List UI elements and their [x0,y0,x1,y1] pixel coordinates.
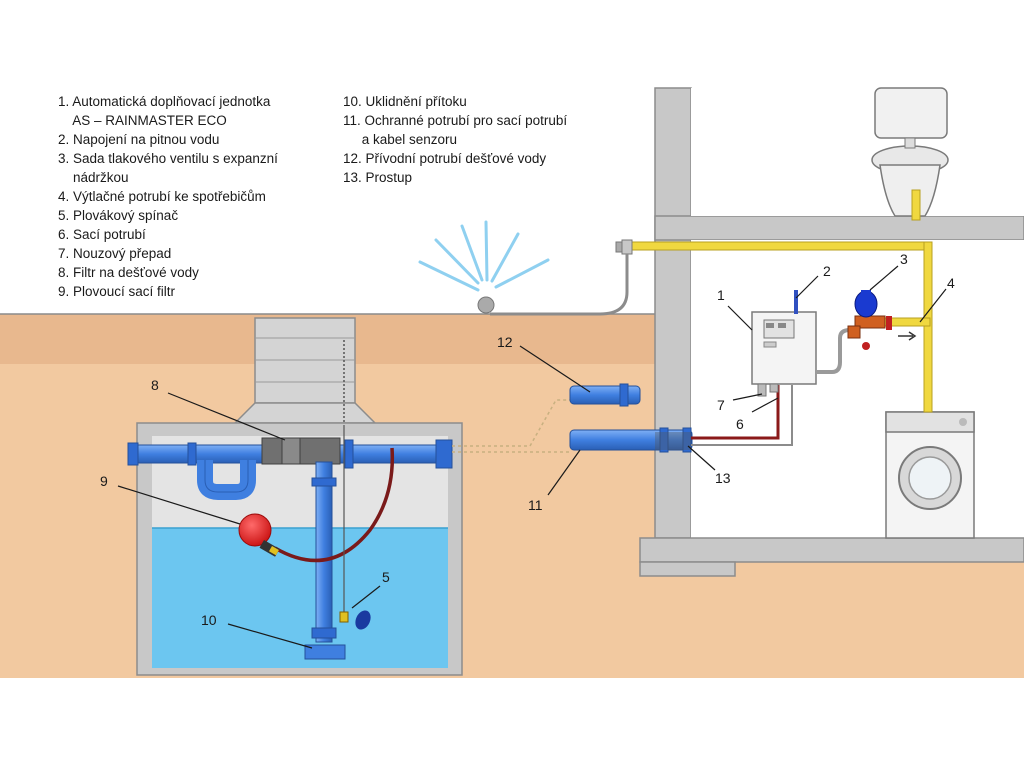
legend-item-text: 1. Automatická doplňovací jednotka [58,94,271,109]
underground-dashed-line [452,399,572,447]
callout-8: 8 [151,377,159,393]
callout-5: 5 [382,569,390,585]
sprinkler-icon [418,220,550,314]
legend-left: 1. Automatická doplňovací jednotka AS – … [58,92,278,301]
leader-12 [519,345,591,393]
tank-shaft [233,317,377,425]
leader-6 [751,397,779,413]
house-wall-vertical [654,87,692,539]
wall-passage [655,432,691,450]
callout-6: 6 [736,416,744,432]
legend-item: a kabel senzoru [343,130,567,149]
leader-7 [732,393,763,401]
sensor-cable-indoor [691,385,793,446]
tank-water [152,528,448,668]
legend-item-text: 3. Sada tlakového ventilu s expanzní [58,151,278,166]
overflow-siphon [197,460,256,500]
legend-item-text: 6. Sací potrubí [58,227,146,242]
legend-right: 10. Uklidnění přítoku 11. Ochranné potrub… [343,92,567,187]
callout-2: 2 [823,263,831,279]
callout-3: 3 [900,251,908,267]
float-switch [339,425,371,630]
leader-8 [167,392,286,441]
leader-2 [795,275,819,299]
foundation-step [639,561,736,577]
leader-1 [727,305,753,331]
rainwater-filter [261,437,341,465]
callout-4: 4 [947,275,955,291]
legend-item-text: AS – RAINMASTER ECO [58,113,227,128]
legend-item: 12. Přívodní potrubí dešťové vody [343,149,567,168]
callout-12: 12 [497,334,513,350]
legend-item: 6. Sací potrubí [58,225,278,244]
legend-item-text: a kabel senzoru [343,132,458,147]
callout-10: 10 [201,612,217,628]
legend-item: 10. Uklidnění přítoku [343,92,567,111]
protective-pipe [569,427,693,453]
pressure-valve-set [847,290,892,350]
legend-item-text: 4. Výtlačné potrubí ke spotřebičům [58,189,266,204]
leader-5 [351,585,381,609]
leader-13 [687,445,716,471]
floating-filter [238,513,280,557]
upper-room-interior [691,88,1024,216]
legend-item: 1. Automatická doplňovací jednotka [58,92,278,111]
suction-line-indoor [691,385,780,440]
toilet-icon [871,87,949,217]
unit-outlet-hose [816,328,860,374]
callout-7: 7 [717,397,725,413]
potable-water-pipe-2 [794,290,798,314]
legend-item-text: 13. Prostup [343,170,413,185]
calming-inlet-pipe [304,461,346,660]
refill-unit [751,311,817,397]
legend-item: 2. Napojení na pitnou vodu [58,130,278,149]
callout-1: 1 [717,287,725,303]
leader-4 [919,288,947,323]
legend-item: 3. Sada tlakového ventilu s expanzní [58,149,278,168]
potable-water-connection [490,239,633,316]
callout-9: 9 [100,473,108,489]
leader-9 [117,485,241,525]
legend-item-text: 5. Plovákový spínač [58,208,179,223]
legend-item-text: 9. Plovoucí sací filtr [58,284,176,299]
suction-hose [274,447,395,563]
house-floor-upper [654,215,1024,241]
legend-item-text: 8. Filtr na dešťové vody [58,265,199,280]
flow-arrow [898,331,917,341]
legend-item: nádržkou [58,168,278,187]
washing-machine-icon [885,411,975,539]
rainwater-inlet-pipe [569,383,641,407]
callout-13: 13 [715,470,731,486]
legend-item-text: 7. Nouzový přepad [58,246,172,261]
legend-item-text: 12. Přívodní potrubí dešťové vody [343,151,547,166]
legend-item-text: 2. Napojení na pitnou vodu [58,132,220,147]
legend-item: 7. Nouzový přepad [58,244,278,263]
callout-11: 11 [528,497,543,513]
legend-item: 5. Plovákový spínač [58,206,278,225]
leader-3 [869,265,899,291]
legend-item: 4. Výtlačné potrubí ke spotřebičům [58,187,278,206]
legend-item: 9. Plovoucí sací filtr [58,282,278,301]
leader-10 [227,623,313,649]
legend-item-text: 11. Ochranné potrubí pro sací potrubí [343,113,568,128]
leader-11 [547,449,581,496]
legend-item-text: 10. Uklidnění přítoku [343,94,467,109]
house-floor-basement [639,537,1024,563]
legend-item: AS – RAINMASTER ECO [58,111,278,130]
legend-item-text: nádržkou [58,170,129,185]
legend-item: 13. Prostup [343,168,567,187]
legend-item: 11. Ochranné potrubí pro sací potrubí [343,111,567,130]
legend-item: 8. Filtr na dešťové vody [58,263,278,282]
